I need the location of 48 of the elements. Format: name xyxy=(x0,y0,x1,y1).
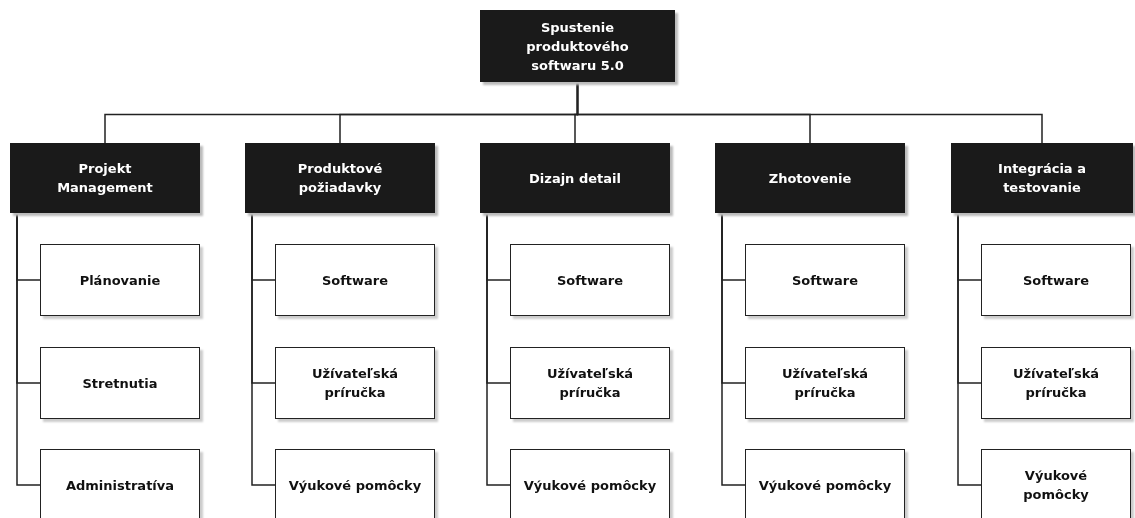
category-box xyxy=(715,143,905,213)
box-label: Výukové pomôcky xyxy=(758,476,892,495)
task-box xyxy=(40,347,200,419)
box-label: Zhotovenie xyxy=(768,169,852,188)
category-box xyxy=(245,143,435,213)
box-label: Užívateľská príručka xyxy=(545,365,635,402)
category-box xyxy=(10,143,200,213)
task-box xyxy=(40,449,200,518)
task-box xyxy=(275,347,435,419)
connector-line xyxy=(576,81,1043,144)
task-box xyxy=(745,347,905,419)
box-label: Dizajn detail xyxy=(529,169,621,188)
box-label: Plánovanie xyxy=(79,271,161,290)
connector-line xyxy=(721,212,746,486)
box-label: Projekt Management xyxy=(56,160,154,197)
box-label: Integrácia a testovanie xyxy=(997,160,1087,197)
connector-line xyxy=(16,212,41,486)
box-label: Výukové pomôcky xyxy=(288,476,422,495)
task-box xyxy=(981,244,1131,316)
box-label: Užívateľská príručka xyxy=(780,365,870,402)
box-label: Produktové požiadavky xyxy=(296,160,384,197)
connector-line xyxy=(957,212,982,486)
box-label: Software xyxy=(321,271,389,290)
task-box xyxy=(745,244,905,316)
box-label: Výukové pomôcky xyxy=(1022,467,1090,504)
task-box xyxy=(745,449,905,518)
box-label: Užívateľská príručka xyxy=(1011,365,1101,402)
box-label: Užívateľská príručka xyxy=(310,365,400,402)
box-label: Stretnutia xyxy=(82,374,158,393)
box-label: Software xyxy=(556,271,624,290)
box-label: Administratíva xyxy=(65,476,175,495)
task-box xyxy=(510,449,670,518)
category-box xyxy=(480,143,670,213)
box-label: Výukové pomôcky xyxy=(523,476,657,495)
category-box xyxy=(951,143,1133,213)
task-box xyxy=(510,244,670,316)
task-box xyxy=(275,244,435,316)
box-label: Spustenie produktového softwaru 5.0 xyxy=(525,18,630,75)
category-box xyxy=(480,10,675,82)
task-box xyxy=(981,449,1131,518)
task-box xyxy=(40,244,200,316)
box-label: Software xyxy=(791,271,859,290)
task-box xyxy=(275,449,435,518)
connector-line xyxy=(486,212,511,486)
box-label: Software xyxy=(1022,271,1090,290)
task-box xyxy=(981,347,1131,419)
task-box xyxy=(510,347,670,419)
connector-line xyxy=(251,212,276,486)
